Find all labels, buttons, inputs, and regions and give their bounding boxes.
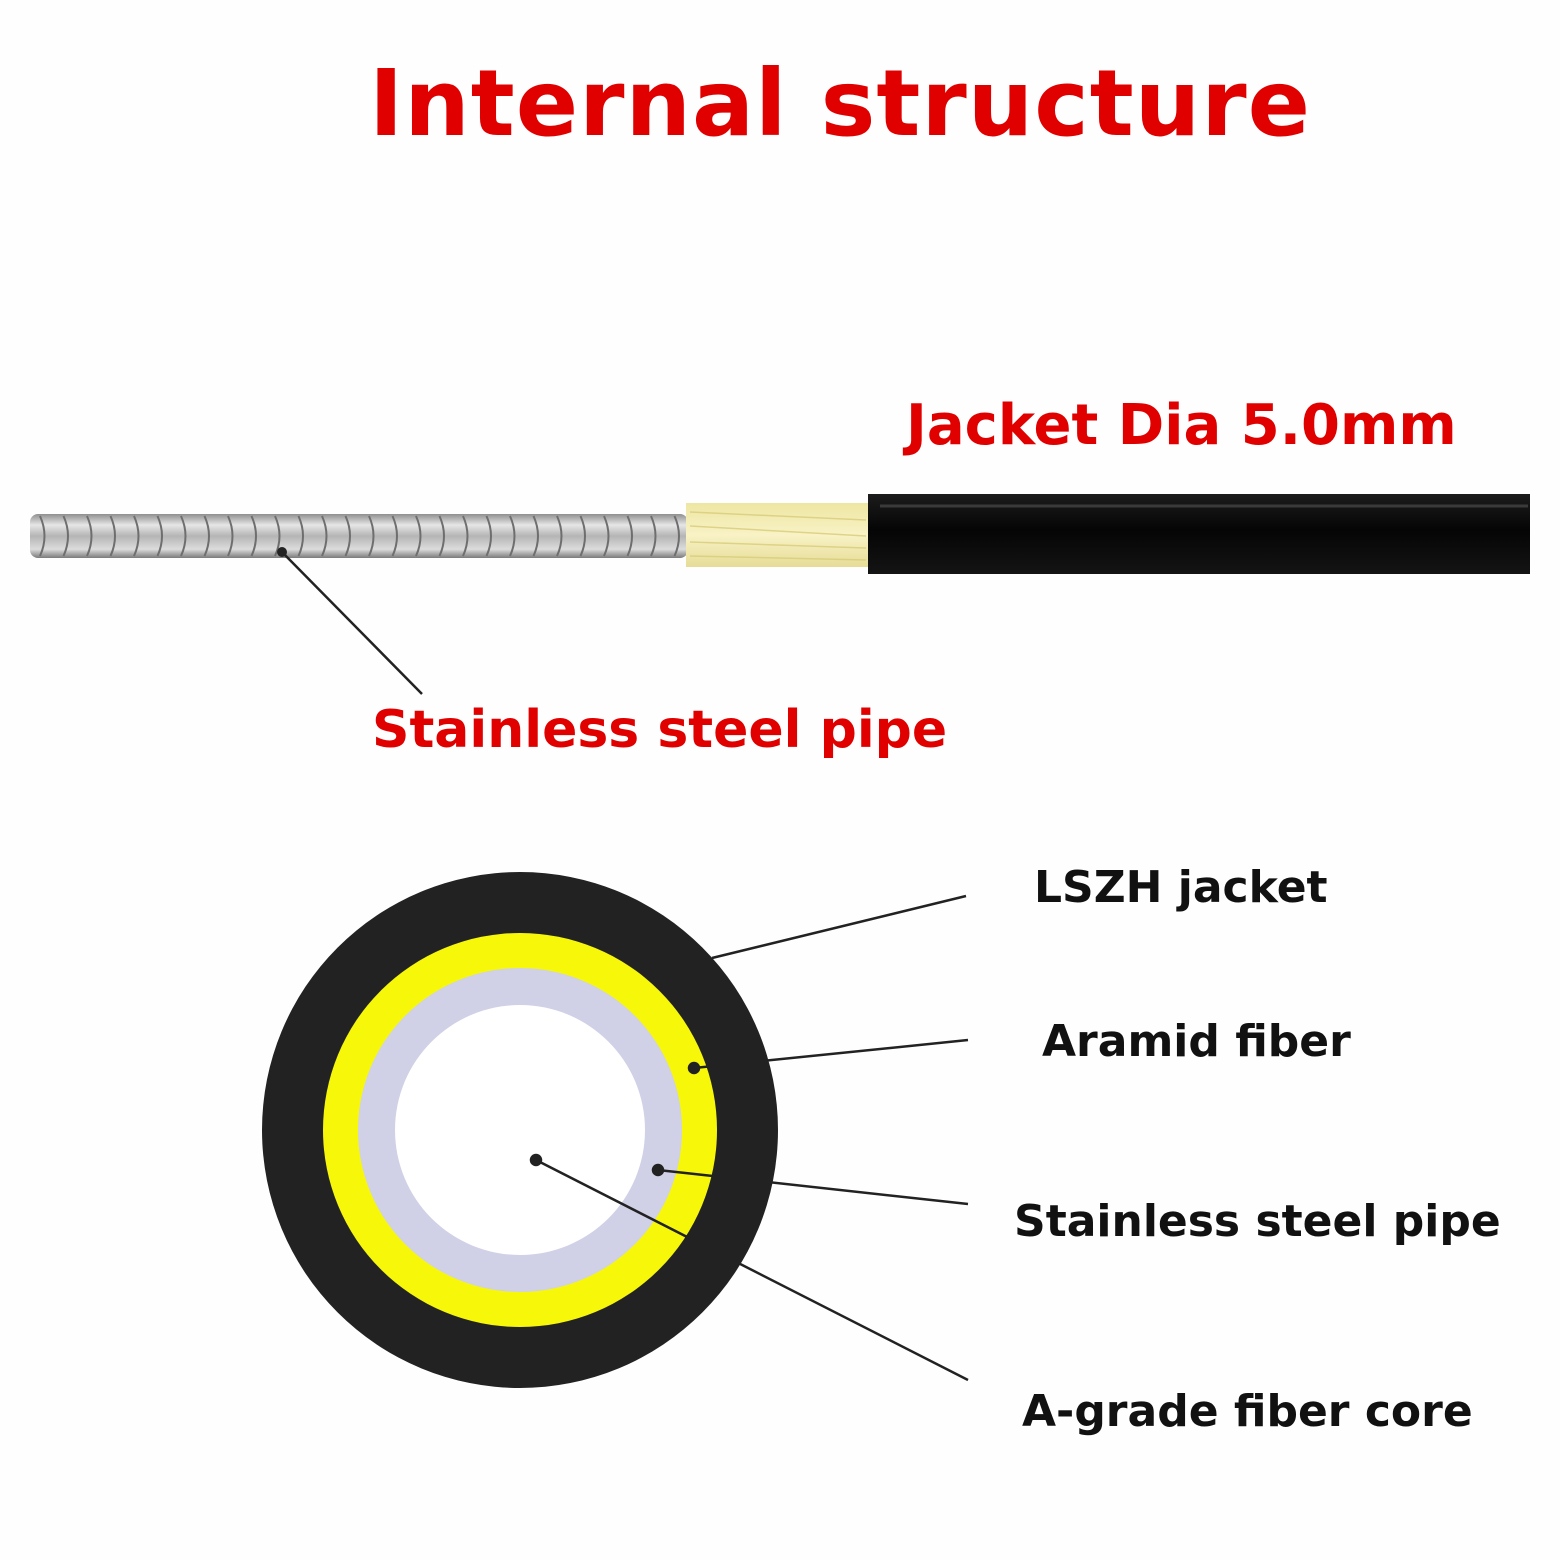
steel-coil-groove <box>626 515 633 557</box>
fiber-core-leader-dot <box>529 1153 543 1167</box>
stainless-steel-pipe-label: Stainless steel pipe <box>1014 1196 1501 1247</box>
steel-coil-groove <box>321 515 328 557</box>
cable-side-view <box>30 494 1530 574</box>
steel-coil-groove <box>62 515 69 557</box>
steel-coil-groove <box>86 515 93 557</box>
steel-coil-groove <box>344 515 351 557</box>
steel-coil-groove <box>556 515 563 557</box>
steel-coil-groove <box>415 515 422 557</box>
steel-pipe-side-dot <box>277 547 287 557</box>
lszh-leader <box>711 894 967 960</box>
fiber-core-leader <box>535 1158 969 1382</box>
diagram-title: Internal structure <box>369 50 1311 157</box>
steel-pipe-coils <box>39 515 680 557</box>
steel-coil-groove <box>297 515 304 557</box>
aramid-fiber-label: Aramid fiber <box>1042 1016 1351 1067</box>
steel-pipe-leader-dot <box>651 1163 665 1177</box>
steel-pipe-side-label: Stainless steel pipe <box>372 700 948 760</box>
steel-coil-groove <box>485 515 492 557</box>
steel-coil-groove <box>109 515 116 557</box>
steel-pipe-leader <box>657 1168 969 1206</box>
lszh-jacket-label: LSZH jacket <box>1034 862 1328 913</box>
steel-coil-groove <box>391 515 398 557</box>
steel-coil-groove <box>39 515 46 557</box>
steel-pipe-side-leader <box>281 551 423 695</box>
steel-coil-groove <box>133 515 140 557</box>
steel-coil-groove <box>156 515 163 557</box>
steel-pipe-side-segment <box>30 514 688 558</box>
steel-coil-groove <box>180 515 187 557</box>
steel-coil-groove <box>203 515 210 557</box>
steel-coil-groove <box>603 515 610 557</box>
steel-coil-groove <box>227 515 234 557</box>
steel-coil-groove <box>673 515 680 557</box>
steel-coil-groove <box>532 515 539 557</box>
steel-coil-groove <box>650 515 657 557</box>
aramid-strands <box>689 511 867 561</box>
fiber-core-label: A-grade fiber core <box>1022 1386 1473 1437</box>
cross-section-leaders <box>529 894 969 1382</box>
steel-coil-groove <box>250 515 257 557</box>
fiber-core-area <box>395 1005 645 1255</box>
aramid-leader <box>693 1038 969 1070</box>
steel-coil-groove <box>368 515 375 557</box>
steel-coil-groove <box>509 515 516 557</box>
cable-cross-section <box>262 872 778 1388</box>
steel-coil-groove <box>579 515 586 557</box>
steel-coil-groove <box>438 515 445 557</box>
steel-coil-groove <box>462 515 469 557</box>
jacket-diameter-label: Jacket Dia 5.0mm <box>906 393 1457 458</box>
aramid-leader-dot <box>687 1061 701 1075</box>
steel-coil-groove <box>274 515 281 557</box>
